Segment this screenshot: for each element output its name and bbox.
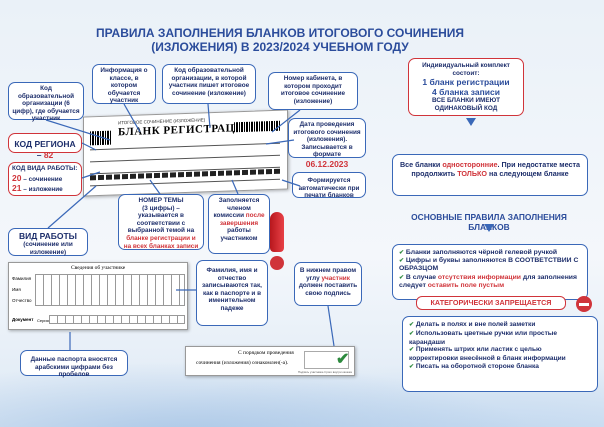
- work-code-box: КОД ВИДА РАБОТЫ: 20 – сочинение 21 – изл…: [8, 162, 82, 196]
- page-title: ПРАВИЛА ЗАПОЛНЕНИЯ БЛАНКОВ ИТОГОВОГО СОЧ…: [95, 26, 465, 54]
- topic-number-box: НОМЕР ТЕМЫ (3 цифры) – указывается в соо…: [118, 194, 204, 250]
- date-box: Дата проведения итогового сочинения (изл…: [288, 118, 366, 169]
- forbidden-item: ✔ Делать в полях и вне полей заметки: [409, 321, 536, 328]
- no-entry-icon: [576, 296, 592, 312]
- consent-signature-box: С порядком проведения сочинения (изложен…: [185, 346, 355, 376]
- rule-item: ✔ Цифры и буквы заполняются В СООТВЕТСТВ…: [399, 257, 579, 273]
- room-box: Номер кабинета, в котором проходит итого…: [268, 72, 358, 110]
- passport-cells: [49, 315, 185, 324]
- kit-box: Индивидуальный комплект состоит: 1 бланк…: [408, 58, 524, 116]
- auto-generated-box: Формируется автоматически при печати бла…: [292, 172, 366, 199]
- participant-info-form: Сведения об участнике Фамилия Имя Отчест…: [8, 262, 188, 330]
- writing-org-box: Код образовательной организации, в котор…: [162, 64, 256, 104]
- org-code-box: Код образовательной организации (6 цифр)…: [8, 82, 84, 122]
- forbidden-item: ✔ Использовать цветные ручки или простые…: [409, 329, 558, 346]
- class-info-box: Информация о классе, в котором обучается…: [92, 64, 156, 104]
- work-type-box: ВИД РАБОТЫ (сочинение или изложение): [8, 228, 88, 256]
- checkmark-icon: ✔: [336, 351, 350, 368]
- forbidden-item: ✔ Применять штрих или ластик с целью кор…: [409, 346, 566, 363]
- exclamation-icon: [258, 210, 298, 274]
- forbidden-heading: КАТЕГОРИЧЕСКИ ЗАПРЕЩАЕТСЯ: [416, 296, 566, 310]
- forbidden-item: ✔ Писать на оборотной стороне бланка: [409, 362, 539, 370]
- passport-note-box: Данные паспорта вносятся арабскими цифра…: [20, 350, 128, 378]
- commission-box: Заполняется членом комиссии после заверш…: [208, 194, 270, 254]
- signature-note-box: В нижнем правом углу участник должен пос…: [294, 262, 362, 306]
- fio-box: Фамилия, имя и отчество записываются так…: [196, 260, 268, 326]
- rules-box: ✔ Бланки заполняются чёрной гелевой ручк…: [392, 244, 588, 300]
- rule-item: ✔ В случае отсутствия информации для зап…: [399, 273, 577, 289]
- participant-header: Сведения об участнике: [71, 265, 126, 271]
- forbidden-box: ✔ Делать в полях и вне полей заметки ✔ И…: [402, 316, 598, 392]
- signature-field: [304, 351, 349, 369]
- onesided-box: Все бланки односторонние. При недостатке…: [392, 154, 588, 196]
- region-code-box: КОД РЕГИОНА – 82: [8, 133, 82, 160]
- name-cells: [35, 274, 185, 306]
- rule-item: ✔ Бланки заполняются чёрной гелевой ручк…: [399, 249, 558, 256]
